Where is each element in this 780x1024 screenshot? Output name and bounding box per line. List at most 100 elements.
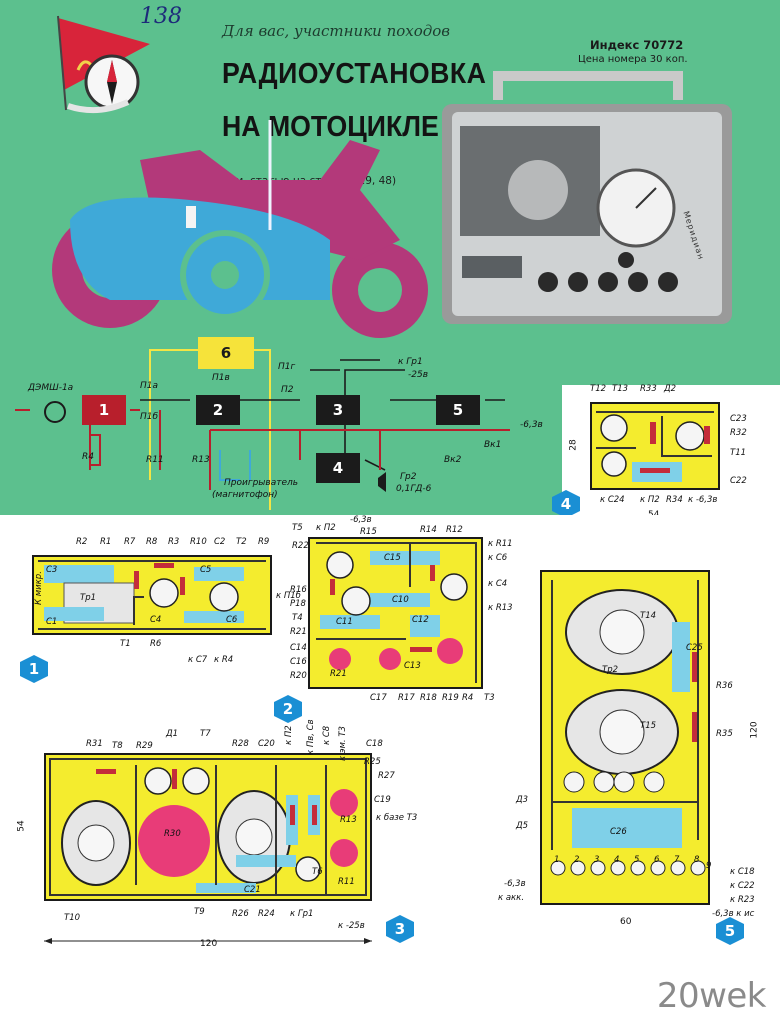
p2-r17: R17 [398,693,415,703]
p2-r18: R18 [420,693,437,703]
player-label: Проигрыватель [224,478,299,488]
board-5 [540,570,710,905]
speaker-label: 0,1ГД-6 [396,484,432,494]
p2-t5: T5 [292,523,303,533]
magazine-index: Индекс 70772 [590,38,684,52]
switch-p1g: П1г [278,362,296,372]
slogan: Для вас, участники походов [222,22,451,40]
p5-kc22: к C22 [730,881,755,891]
p1-c1: C1 [46,617,58,627]
switch-vk1: Вк1 [484,440,502,450]
p3-dim-w: 120 [200,939,218,949]
p2-kc6: к C6 [488,553,508,563]
p2-r14: R14 [420,525,437,535]
block-4: 4 [316,453,360,483]
label-kgr1: к Гр1 [398,357,423,367]
pennant-compass-icon [57,15,150,114]
p2-c16: C16 [290,657,307,667]
p5-c26: C26 [610,827,627,837]
p5-c25: C25 [686,643,703,653]
p1-kr4: к R4 [214,655,234,665]
p5-tp2: Tp2 [602,665,618,675]
p4-r32: R32 [730,428,747,438]
p3-c21: C21 [244,885,261,895]
p3-r27: R27 [378,771,395,781]
p1-c5: C5 [200,565,212,575]
p2-t4: T4 [292,613,303,623]
p3-kc8: к C8 [322,725,332,745]
switch-p2: П2 [281,385,294,395]
p3-t9: T9 [194,907,205,917]
p2-c10: C10 [392,595,409,605]
p1-kp1b: к П1б [276,591,301,601]
p5-minus63: -6,3в [504,879,526,889]
p1-r1: R1 [100,537,112,547]
p5-term-2: 2 [574,855,580,865]
p1-r6: R6 [150,639,162,649]
p4-t12: T12 [590,384,607,394]
p2-c17: C17 [370,693,387,703]
p1-c4: C4 [150,615,162,625]
block-1: 1 [82,395,126,425]
board-1 [32,555,272,635]
circuit-boards-section: К микр. R2 R1 R7 R8 R3 R10 C2 T2 R9 C3 T… [0,515,780,1024]
resistor-r11: R11 [146,455,164,465]
p5-dim-w: 60 [620,917,632,927]
badge-5: 5 [716,917,744,945]
p3-dimension-line [44,938,372,944]
p1-t2: T2 [236,537,247,547]
p5-term-9: 9 [706,861,712,871]
p4-c23: C23 [730,414,747,424]
switch-p1a: П1а [140,381,159,391]
p3-kp-c: к Пв, Св [306,719,316,755]
p3-kp2: к П2 [284,725,294,745]
p1-c2: C2 [214,537,226,547]
p4-dim-h: 28 [568,439,579,451]
p1-c6: C6 [226,615,238,625]
p5-term-7: 7 [674,855,680,865]
p4-t11: T11 [730,448,747,458]
p2-c11: C11 [336,617,353,627]
cover-illustration: 138 Для вас, участники походов РАДИОУСТА… [0,0,780,515]
p2-r12: R12 [446,525,463,535]
p3-t7: T7 [200,729,211,739]
block-5: 5 [436,395,480,425]
p3-d1: Д1 [166,729,179,739]
badge-2: 2 [274,695,302,723]
p5-term-5: 5 [634,855,640,865]
p2-c13: C13 [404,661,421,671]
badge-1: 1 [20,655,48,683]
board-2 [308,537,483,689]
p5-kc18: к C18 [730,867,755,877]
p3-t10: T10 [64,913,81,923]
p5-minus63-is: -6,3в к ис [712,909,755,919]
p3-r11: R11 [338,877,355,887]
p3-r24: R24 [258,909,275,919]
p2-kr11: к R11 [488,539,513,549]
p5-r35: R35 [716,729,733,739]
p3-minus25: к -25в [338,921,365,931]
block-6: 6 [198,337,254,369]
handwritten-number: 138 [140,4,182,29]
board-4 [590,402,720,490]
p2-kr13: к R13 [488,603,513,613]
magazine-price: Цена номера 30 коп. [578,54,688,65]
p3-kbaze: к базе T3 [376,813,418,823]
page-title-line1: РАДИОУСТАНОВКА [222,58,487,90]
p3-r28: R28 [232,739,249,749]
p3-r26: R26 [232,909,249,919]
p3-r25: R25 [364,757,381,767]
p3-r29: R29 [136,741,153,751]
p1-kc7: к C7 [188,655,208,665]
p4-kp2: к П2 [640,495,660,505]
block-2: 2 [196,395,240,425]
block-3: 3 [316,395,360,425]
recorder-label: (магнитофон) [212,490,278,500]
p1-side-label: К микр. [34,571,44,605]
p1-tp1: Tp1 [80,593,96,603]
p1-t1: T1 [120,639,131,649]
p2-minus63: -6,3в [350,515,372,525]
p2-r22: R22 [292,541,309,551]
p5-term-3: 3 [594,855,600,865]
watermark: 20wek [656,976,767,1016]
